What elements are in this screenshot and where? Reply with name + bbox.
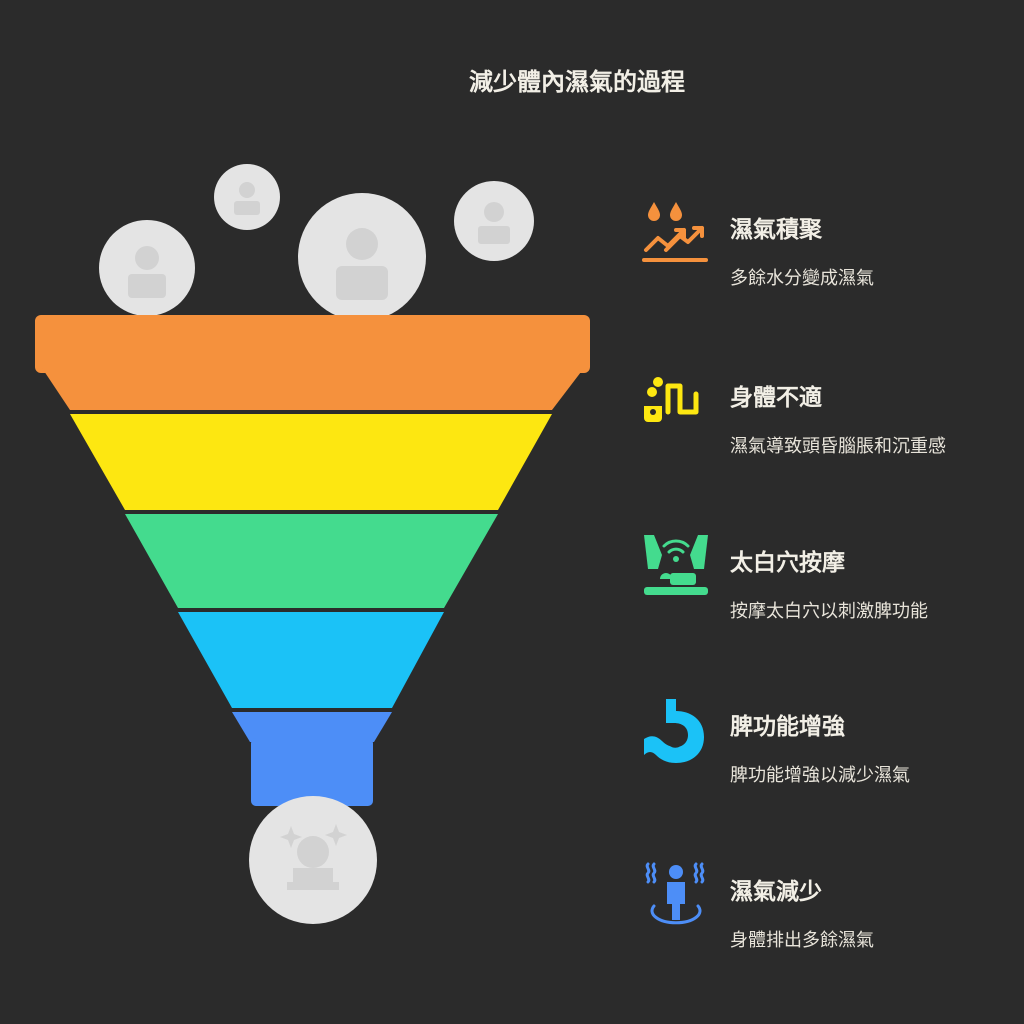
funnel-spout	[251, 738, 373, 806]
step-description: 多餘水分變成濕氣	[730, 268, 874, 289]
input-bubble-4	[454, 181, 534, 261]
person-discomfort-icon	[644, 377, 699, 422]
input-bubble-1	[99, 220, 195, 316]
funnel-stage-5	[232, 712, 392, 742]
funnel-stage-1	[42, 368, 584, 410]
step-moisture-reduction: 濕氣減少 身體排出多餘濕氣	[640, 862, 1010, 972]
step-description: 按摩太白穴以刺激脾功能	[730, 601, 928, 622]
person-icon	[128, 246, 166, 298]
person-steam-icon	[645, 862, 705, 925]
step-moisture-accumulation: 濕氣積聚 多餘水分變成濕氣	[640, 200, 1010, 310]
stomach-icon	[644, 699, 704, 763]
input-bubble-3	[298, 193, 426, 321]
step-label: 濕氣積聚	[730, 216, 822, 243]
step-description: 身體排出多餘濕氣	[730, 930, 874, 951]
sparkle-person-icon	[280, 824, 347, 890]
page-title: 減少體內濕氣的過程	[469, 67, 685, 96]
step-body-discomfort: 身體不適 濕氣導致頭昏腦脹和沉重感	[640, 368, 1010, 478]
step-description: 濕氣導致頭昏腦脹和沉重感	[730, 436, 946, 457]
output-bubble	[249, 796, 377, 924]
water-drops-rising-arrow-icon	[642, 202, 708, 262]
step-label: 脾功能增強	[730, 713, 845, 740]
person-icon	[234, 182, 260, 215]
massage-hands-icon	[644, 535, 708, 595]
step-label: 身體不適	[730, 384, 822, 411]
person-icon	[336, 228, 388, 300]
input-bubble-2	[214, 164, 280, 230]
funnel-rim	[35, 315, 590, 373]
funnel-stage-4	[178, 612, 444, 708]
funnel-stage-2	[70, 414, 552, 510]
step-spleen-function: 脾功能增強 脾功能增強以減少濕氣	[640, 697, 1010, 807]
funnel-stage-3	[125, 514, 498, 608]
step-taibai-massage: 太白穴按摩 按摩太白穴以刺激脾功能	[640, 533, 1010, 643]
step-label: 濕氣減少	[730, 878, 822, 905]
person-icon	[478, 202, 510, 244]
step-description: 脾功能增強以減少濕氣	[730, 765, 910, 786]
step-label: 太白穴按摩	[730, 549, 845, 576]
